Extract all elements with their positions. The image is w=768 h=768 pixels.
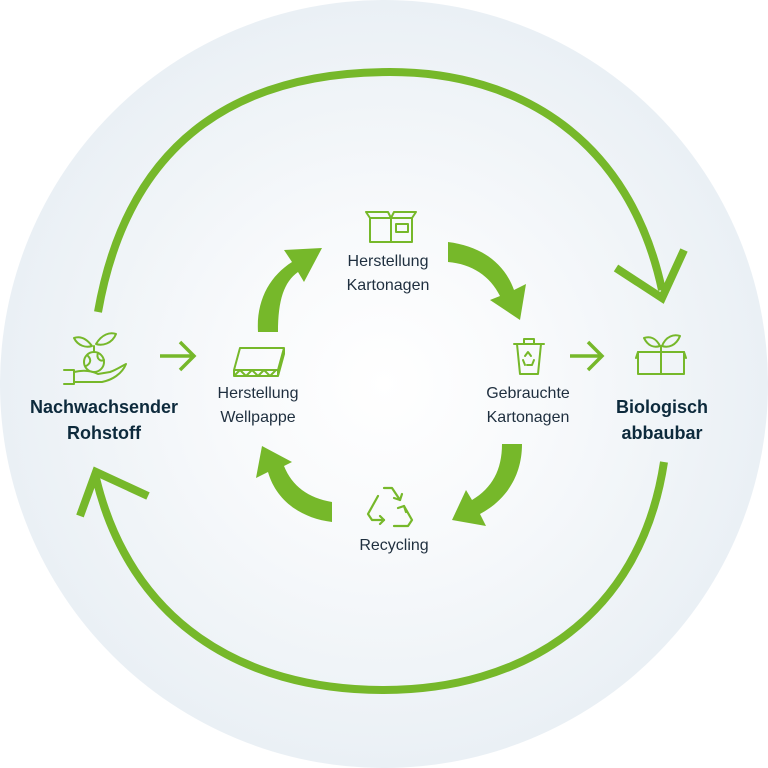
- label-cartons-line2: Kartonagen: [346, 277, 430, 294]
- inner-arrow-left-up: [257, 248, 322, 332]
- inner-arrow-left-up-2: [256, 446, 332, 522]
- label-corrugated-line2: Wellpappe: [220, 409, 296, 426]
- corrugated-board-icon: [232, 346, 286, 378]
- outer-arrow-top: [94, 67, 666, 313]
- label-used-cartons-line1: Gebrauchte: [486, 385, 570, 402]
- open-box-icon: [364, 210, 418, 244]
- label-used-cartons: Gebrauchte Kartonagen: [464, 382, 592, 430]
- label-cartons-line1: Herstellung: [347, 253, 429, 270]
- inner-arrow-bottom-left: [452, 444, 522, 526]
- label-cartons: Herstellung Kartonagen: [326, 250, 450, 298]
- outer-arrow-bottom-head: [76, 466, 150, 518]
- box-with-sprout-icon: [634, 328, 688, 376]
- outer-arrow-top-head: [613, 248, 688, 304]
- recycle-icon: [364, 484, 416, 532]
- label-biodegradable-line2: abbaubar: [621, 423, 703, 443]
- label-biodegradable-line1: Biologisch: [615, 397, 708, 417]
- label-raw-material-line1: Nachwachsender: [29, 397, 179, 417]
- plant-in-hand-icon: [62, 326, 128, 385]
- label-raw-material: Nachwachsender Rohstoff: [16, 394, 192, 446]
- label-corrugated: Herstellung Wellpappe: [196, 382, 320, 430]
- label-corrugated-line1: Herstellung: [217, 385, 299, 402]
- label-used-cartons-line2: Kartonagen: [486, 409, 570, 426]
- label-biodegradable: Biologisch abbaubar: [596, 394, 728, 446]
- label-recycling: Recycling: [332, 534, 456, 558]
- label-recycling-line1: Recycling: [359, 537, 429, 554]
- arrow-to-corrugated: [160, 340, 197, 372]
- arrow-to-biodegradable: [570, 340, 605, 372]
- label-raw-material-line2: Rohstoff: [67, 423, 141, 443]
- inner-arrow-right-down: [448, 242, 526, 320]
- outer-arrow-bottom: [92, 461, 668, 695]
- recycling-bin-icon: [512, 336, 546, 376]
